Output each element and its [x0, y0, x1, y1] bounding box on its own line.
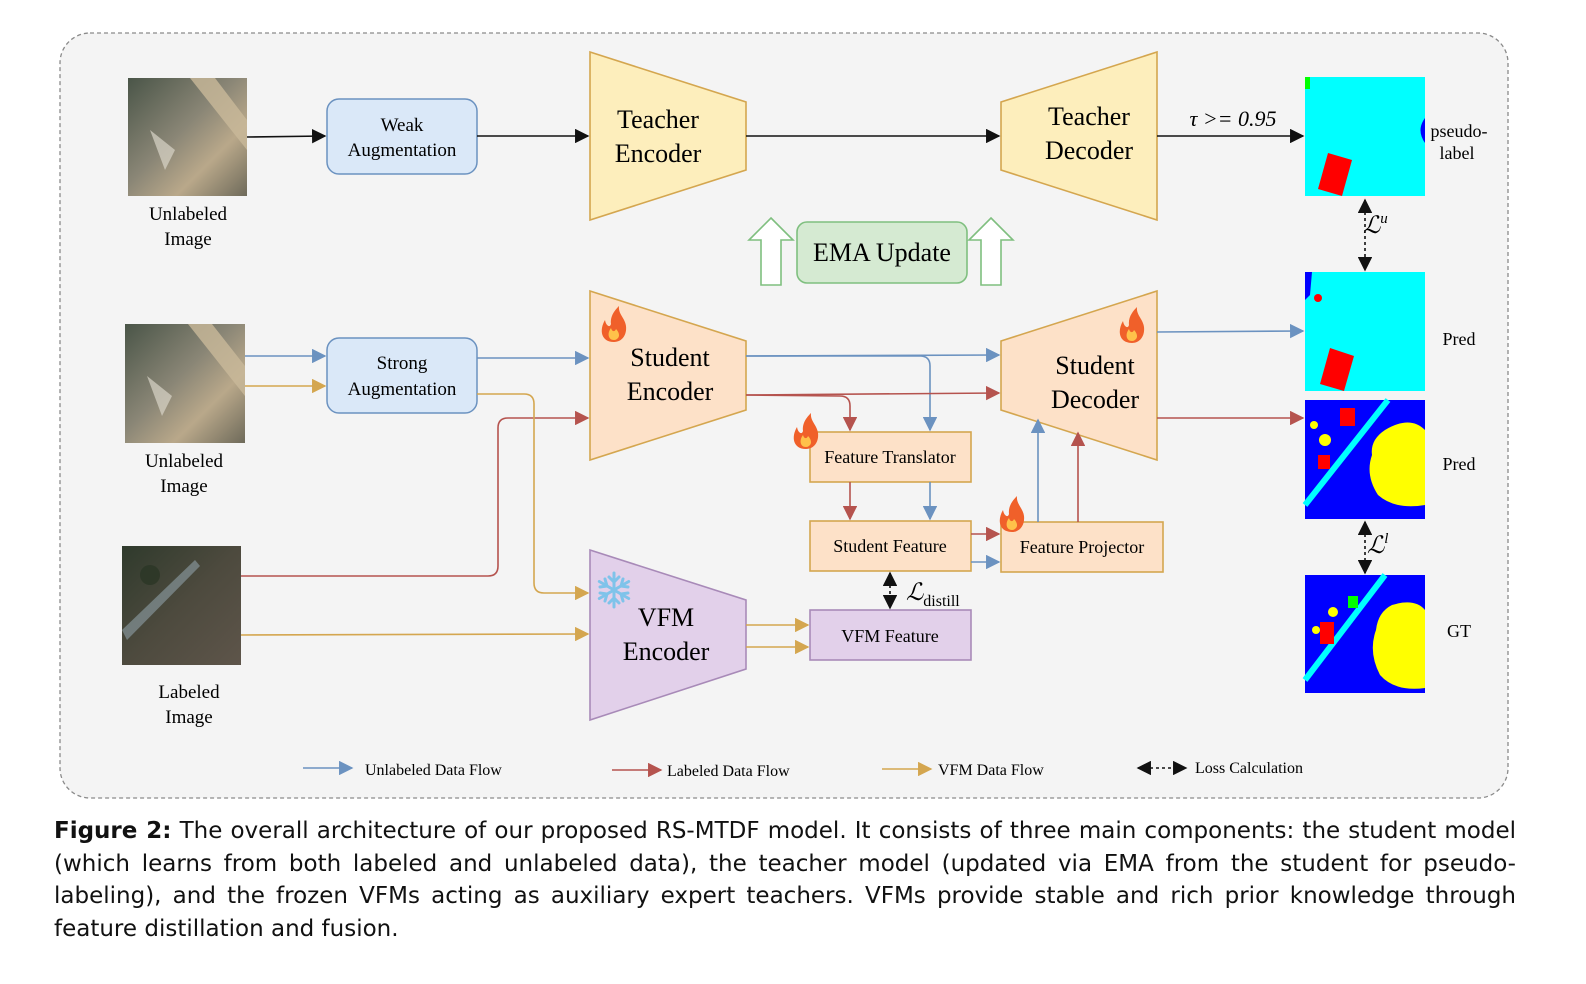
unsupervised-loss-label: ℒu [1363, 211, 1388, 239]
diagram-canvas: Unlabeled Image Unlabeled Image Labeled … [59, 32, 1509, 799]
labeled-flow-arrows [241, 385, 1305, 577]
figure-caption-label: Figure 2: [54, 818, 172, 844]
student-encoder [589, 289, 747, 462]
feature-translator-label: Feature Translator [824, 447, 955, 467]
student-decoder [1000, 289, 1158, 462]
unlabeled-image-2 [125, 324, 245, 443]
teacher-encoder [589, 50, 747, 222]
labeled-image [122, 546, 241, 665]
legend-unlabeled-label: Unlabeled Data Flow [365, 762, 502, 779]
figure-caption-text: The overall architecture of our proposed… [54, 818, 1516, 942]
student-encoder-label: Student [630, 343, 710, 372]
ema-arrow-up-left-icon [747, 216, 795, 286]
legend-vfm-label: VFM Data Flow [938, 762, 1044, 779]
ground-truth-mask [1302, 573, 1425, 693]
strong-augmentation-box [326, 337, 478, 414]
labeled-image-label-2: Image [165, 707, 212, 728]
unlabeled-image-1 [128, 78, 247, 196]
student-pred-unlabeled-mask [1305, 272, 1425, 391]
supervised-loss-label: ℒl [1367, 531, 1388, 559]
gt-label: GT [1447, 621, 1471, 641]
feature-translator-box [809, 431, 972, 483]
student-decoder-label: Student [1055, 351, 1135, 380]
student-encoder-label-2: Encoder [627, 377, 714, 406]
vfm-feature-label: VFM Feature [841, 626, 939, 646]
teacher-decoder-label-2: Decoder [1045, 136, 1133, 165]
distill-loss-label: ℒdistill [906, 580, 960, 610]
feature-projector-box [1000, 521, 1164, 573]
pred-label-2: Pred [1443, 454, 1476, 474]
teacher-encoder-label: Teacher [617, 105, 699, 134]
confidence-threshold: τ >= 0.95 [1189, 106, 1276, 131]
pseudo-label-label: pseudo- [1431, 121, 1488, 141]
unlabeled-image-1-label-2: Image [164, 229, 211, 250]
teacher-encoder-label-2: Encoder [615, 139, 702, 168]
teacher-flow-arrows [246, 128, 1305, 144]
legend-labeled-label: Labeled Data Flow [667, 763, 790, 780]
unlabeled-image-2-label: Unlabeled [145, 451, 224, 472]
strong-augmentation-label-2: Augmentation [348, 379, 457, 400]
figure-caption: Figure 2: The overall architecture of ou… [54, 815, 1516, 945]
student-feature-box [809, 520, 972, 572]
legend-loss-label: Loss Calculation [1195, 760, 1303, 777]
fire-icon [1119, 307, 1145, 343]
weak-augmentation-box [326, 98, 478, 175]
diagram-panel [59, 32, 1509, 799]
snowflake-icon [597, 571, 631, 609]
student-pred-labeled-mask [1302, 398, 1425, 519]
student-feature-label: Student Feature [833, 536, 946, 556]
ema-update-box [796, 221, 968, 284]
loss-arrows [882, 198, 1373, 610]
unlabeled-image-2-label-2: Image [160, 476, 207, 497]
architecture-diagram: Unlabeled Image Unlabeled Image Labeled … [59, 32, 1509, 799]
vfm-encoder-label-2: Encoder [623, 637, 710, 666]
fire-icon [601, 306, 627, 342]
labeled-image-label: Labeled [158, 682, 220, 703]
pseudo-label-mask [1305, 77, 1425, 196]
student-decoder-label-2: Decoder [1051, 385, 1139, 414]
teacher-decoder [1000, 50, 1158, 222]
ema-update-label: EMA Update [813, 238, 951, 267]
strong-augmentation-label: Strong [377, 353, 428, 374]
fire-icon [999, 496, 1025, 532]
vfm-encoder-label: VFM [638, 603, 694, 632]
legend: Unlabeled Data Flow Labeled Data Flow VF… [303, 760, 1303, 780]
weak-augmentation-label: Weak [381, 115, 424, 136]
unlabeled-flow-arrows [245, 323, 1305, 570]
fire-icon [793, 413, 819, 449]
vfm-feature-box [809, 609, 972, 661]
vfm-flow-arrows [240, 378, 810, 655]
ema-arrow-up-right-icon [967, 216, 1015, 286]
weak-augmentation-label-2: Augmentation [348, 140, 457, 161]
teacher-decoder-label: Teacher [1048, 102, 1130, 131]
feature-projector-label: Feature Projector [1020, 537, 1144, 557]
unlabeled-image-1-label: Unlabeled [149, 204, 228, 225]
pseudo-label-label-2: label [1440, 143, 1475, 163]
pred-label-1: Pred [1443, 329, 1476, 349]
